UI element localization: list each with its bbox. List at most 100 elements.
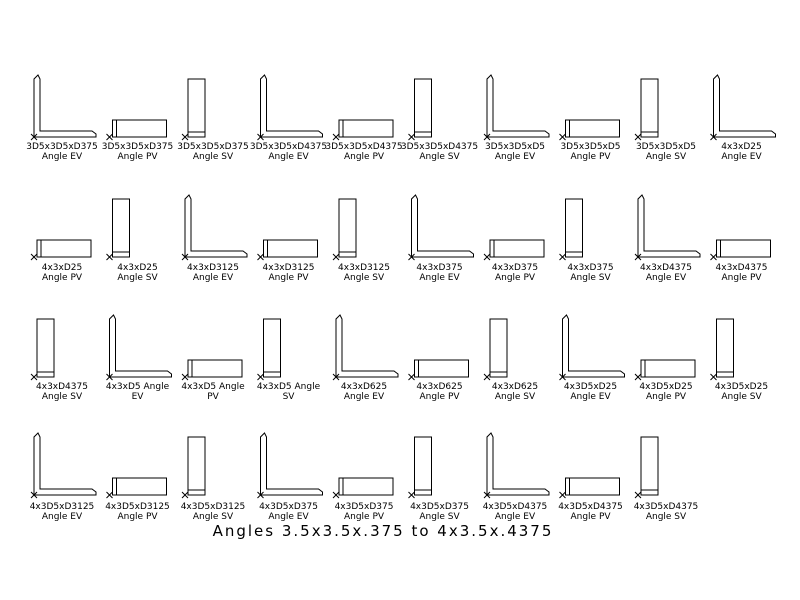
angle-view-text: Angle SV [42, 392, 83, 402]
angle-size-text: 4x3xD5 Angle [181, 382, 245, 392]
angle-plan-view-shape [338, 119, 394, 138]
angle-end-view-shape [486, 74, 550, 138]
angle-size-text: 4x3xD4375 [36, 382, 88, 392]
angle-side-view-shape [489, 318, 508, 378]
origin-marker-stroke [408, 491, 415, 499]
angle-view-text: Angle EV [646, 273, 687, 283]
angle-size-text: 3D5x3D5xD5 [485, 142, 545, 152]
origin-marker-stroke [257, 373, 264, 381]
angle-size-text: 4x3xD375 [492, 263, 538, 273]
origin-marker-stroke [106, 133, 113, 141]
angle-side-view-shape [414, 436, 432, 496]
angle-end-view-shape [713, 74, 776, 138]
angle-end-view-shape [184, 194, 248, 258]
angle-plan-view-shape [112, 477, 167, 496]
angle-view-text: Angle PV [268, 273, 309, 283]
angle-size-text: 4x3D5xD25 [564, 382, 617, 392]
origin-marker-stroke [483, 133, 491, 141]
origin-marker-stroke [106, 373, 113, 381]
angle-view-text: EV [132, 392, 145, 402]
origin-marker-stroke [483, 373, 491, 381]
origin-marker-stroke [559, 133, 566, 141]
angle-size-text: 4x3D5xD25 [715, 382, 768, 392]
angle-size-text: 4x3xD5 Angle [106, 382, 170, 392]
angle-view-text: Angle SV [419, 152, 460, 162]
angle-view-text: Angle SV [193, 152, 234, 162]
angle-side-view-shape [565, 198, 583, 258]
angle-view-text: PV [207, 392, 219, 402]
origin-marker-stroke [332, 491, 340, 499]
angle-view-text: Angle EV [268, 512, 309, 522]
origin-marker-stroke [257, 253, 264, 261]
angle-size-text: 4x3xD25 [117, 263, 158, 273]
angle-size-text: 4x3D5xD4375 [483, 502, 548, 512]
angle-view-text: Angle SV [344, 273, 385, 283]
origin-marker-stroke [634, 491, 642, 499]
angle-size-text: 4x3xD625 [416, 382, 462, 392]
origin-marker-stroke [332, 133, 340, 141]
angle-size-text: 4x3xD3125 [187, 263, 239, 273]
origin-marker-stroke [257, 491, 264, 499]
angle-size-text: 4x3D5xD4375 [634, 502, 699, 512]
origin-marker-stroke [483, 253, 491, 261]
origin-marker-stroke [408, 373, 415, 381]
angle-view-text: Angle SV [646, 152, 687, 162]
angle-view-text: Angle EV [42, 512, 83, 522]
angle-plan-view-shape [187, 359, 243, 378]
origin-marker-stroke [634, 133, 642, 141]
angle-view-text: Angle PV [419, 392, 460, 402]
angle-view-text: Angle SV [419, 512, 460, 522]
angle-size-text: 4x3xD3125 [263, 263, 315, 273]
angle-size-text: 4x3xD5 Angle [257, 382, 321, 392]
origin-marker-stroke [408, 253, 415, 261]
angle-end-view-shape [562, 314, 625, 378]
angle-plan-view-shape [263, 239, 318, 258]
angle-size-text: 3D5x3D5xD5 [636, 142, 696, 152]
angle-side-view-shape [112, 198, 130, 258]
angle-end-view-shape [109, 314, 172, 378]
angle-view-text: Angle EV [570, 392, 611, 402]
angle-size-text: 4x3xD375 [567, 263, 613, 273]
angle-view-text: Angle EV [193, 273, 234, 283]
origin-marker-stroke [30, 253, 38, 261]
angle-side-view-shape [640, 78, 659, 138]
angle-end-view-shape [411, 194, 474, 258]
origin-marker-stroke [559, 491, 566, 499]
angle-view-text: Angle EV [721, 152, 762, 162]
angle-plan-view-shape [489, 239, 545, 258]
angle-size-text: 4x3xD4375 [716, 263, 768, 273]
